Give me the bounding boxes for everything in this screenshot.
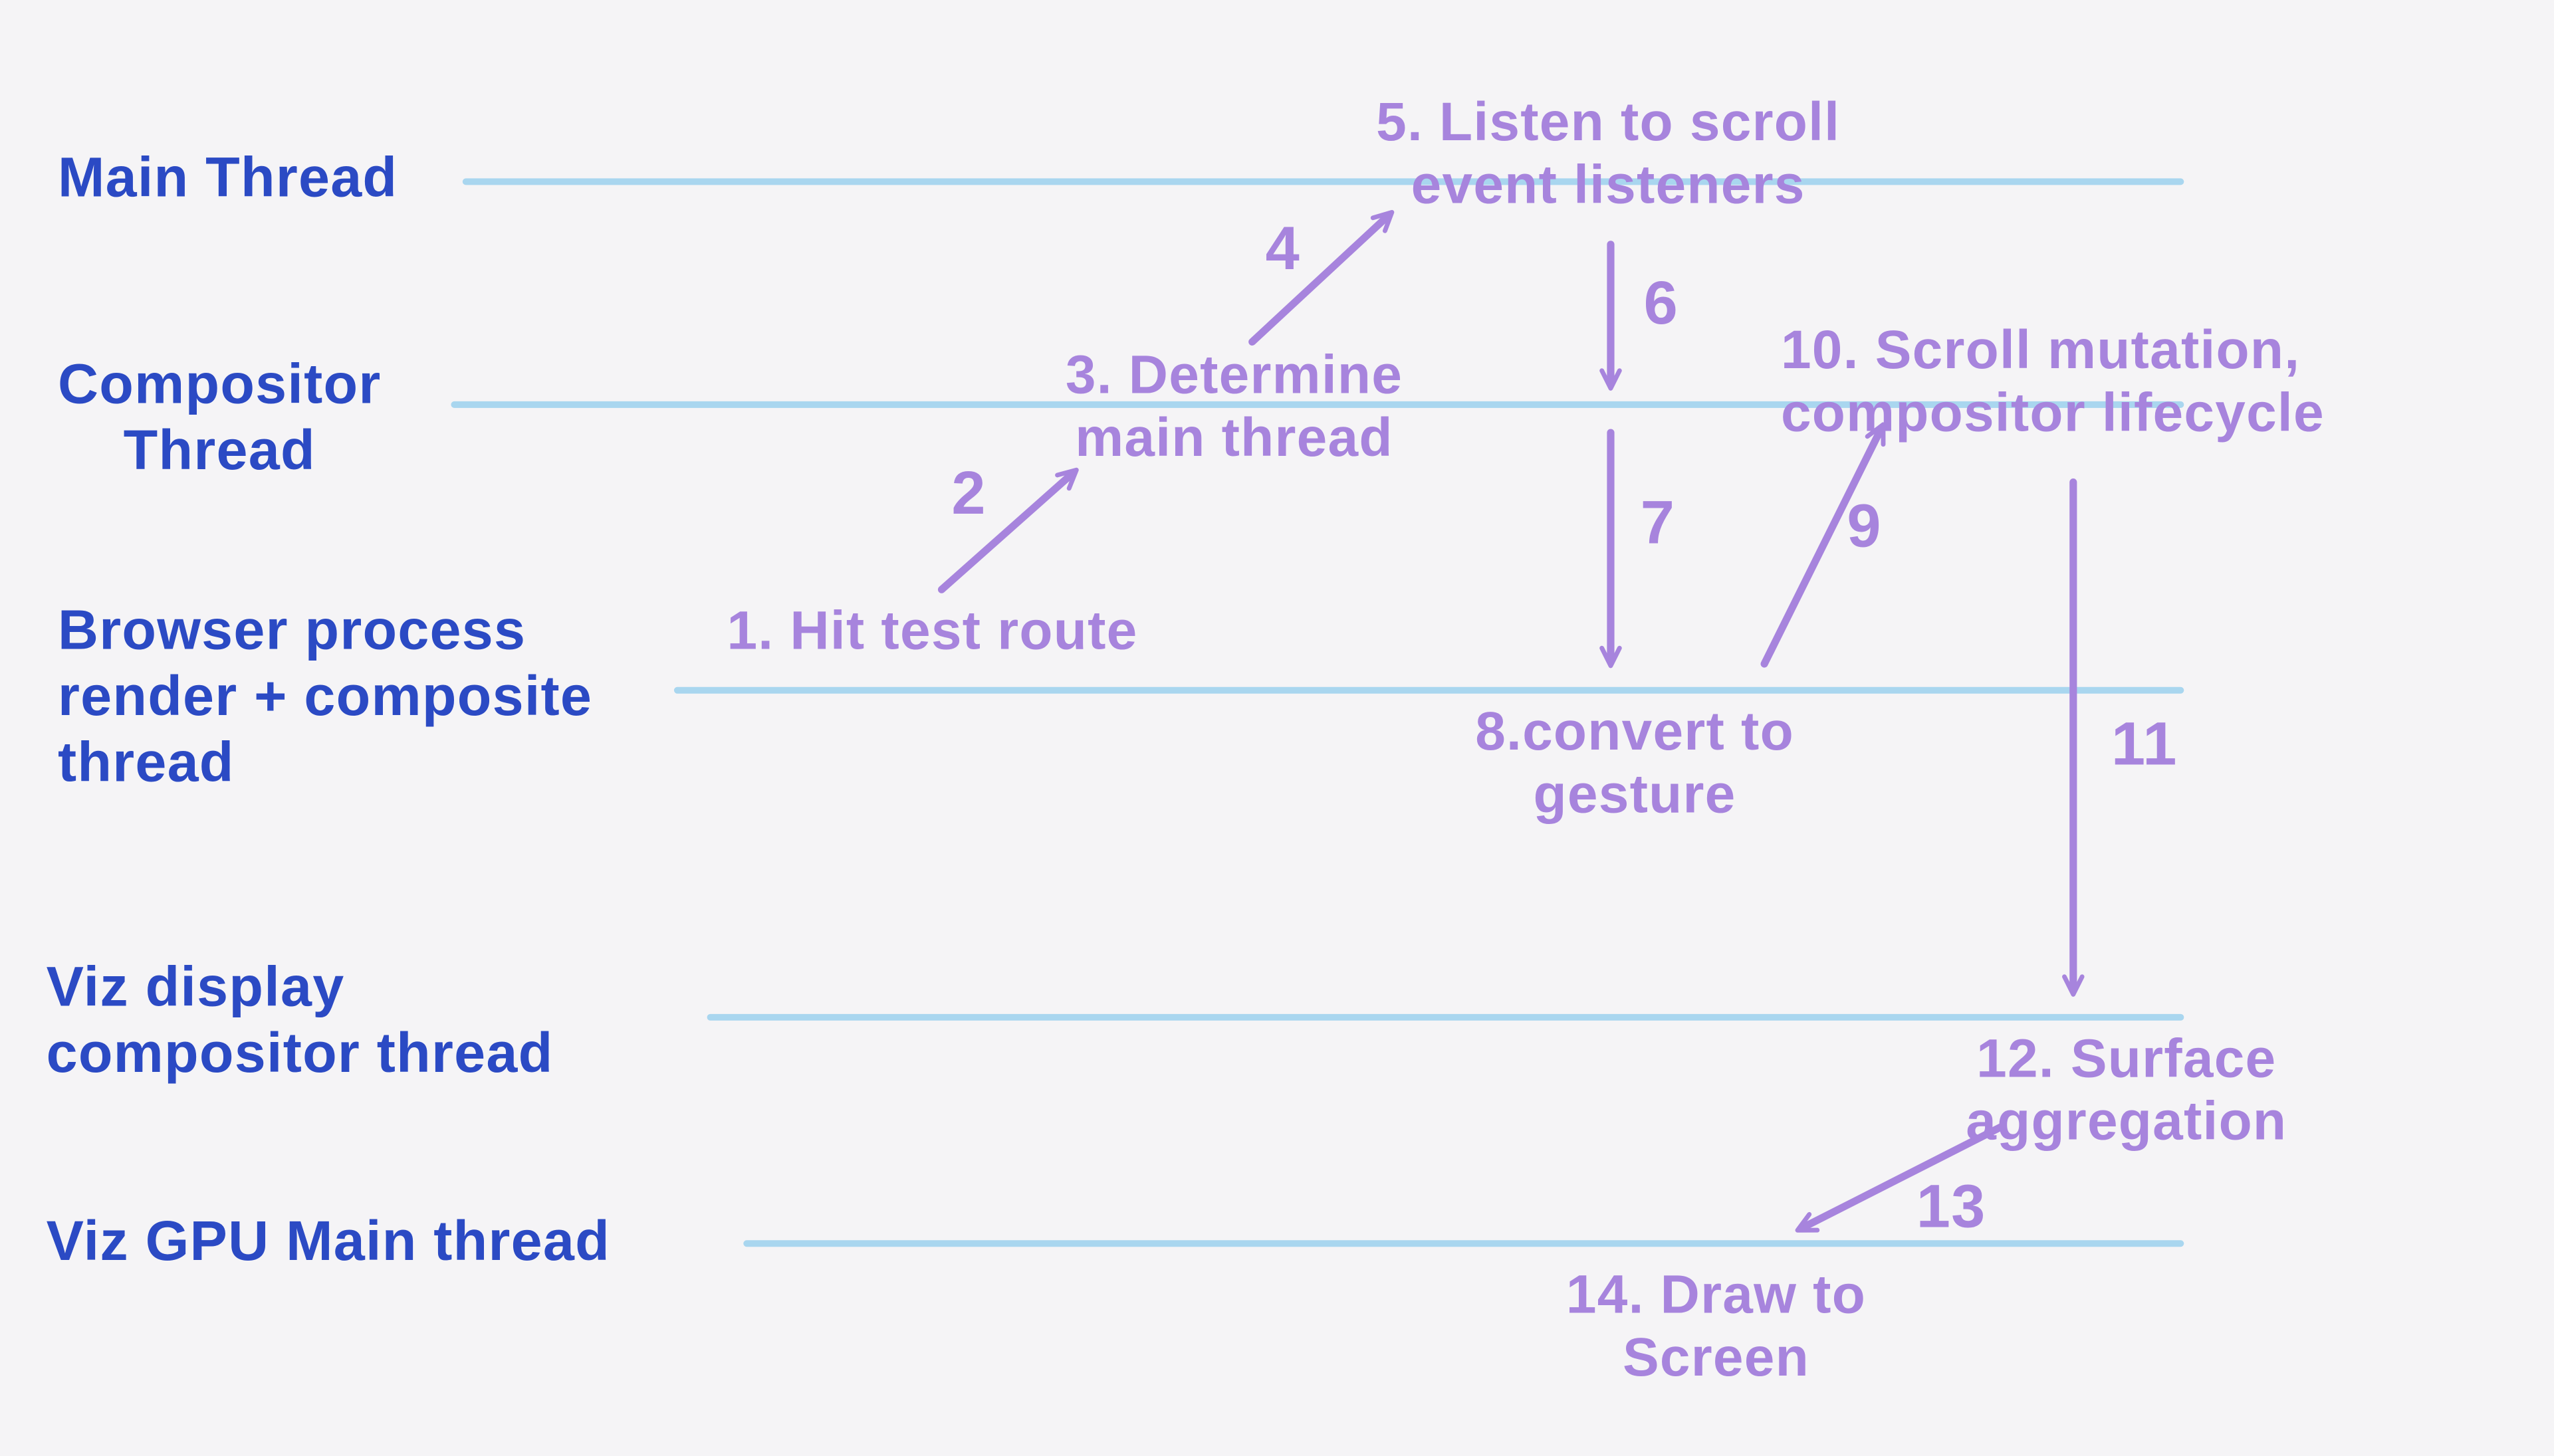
viz-display-compositor-thread-label: Viz display compositor thread (46, 956, 554, 1085)
step-6-number: 6 (1643, 269, 1679, 337)
step-11-number: 11 (2111, 710, 2178, 778)
viz-gpu-main-thread-label: Viz GPU Main thread (46, 1210, 610, 1274)
compositor-thread-line (451, 401, 2184, 408)
step-2-number: 2 (951, 459, 987, 527)
step-1-hit-test-route: 1. Hit test route (727, 599, 1138, 661)
viz-display-compositor-thread-line (707, 1013, 2184, 1021)
step-12-surface-aggregation: 12. Surface aggregation (1966, 1027, 2287, 1151)
step-7-number: 7 (1640, 488, 1676, 557)
step-14-draw-to-screen: 14. Draw to Screen (1566, 1263, 1867, 1388)
step-3-determine-main-thread: 3. Determine main thread (1065, 343, 1403, 468)
compositor-thread-label: Compositor Thread (57, 353, 382, 482)
step-13-number: 13 (1916, 1172, 1986, 1241)
viz-gpu-main-thread-line (743, 1240, 2184, 1247)
step-5-listen-to-scroll-event-listeners: 5. Listen to scroll event listeners (1376, 90, 1841, 215)
step-4-number: 4 (1265, 215, 1300, 282)
main-thread-label: Main Thread (57, 147, 398, 210)
main-thread-line (462, 178, 2184, 185)
browser-process-thread-line (673, 686, 2184, 694)
step-10-scroll-mutation-compositor-lifecycle: 10. Scroll mutation, compositor lifecycl… (1780, 318, 2325, 443)
step-8-convert-to-gesture: 8.convert to gesture (1475, 700, 1794, 824)
step-9-number: 9 (1847, 492, 1882, 560)
browser-process-thread-label: Browser process render + composite threa… (57, 599, 593, 795)
